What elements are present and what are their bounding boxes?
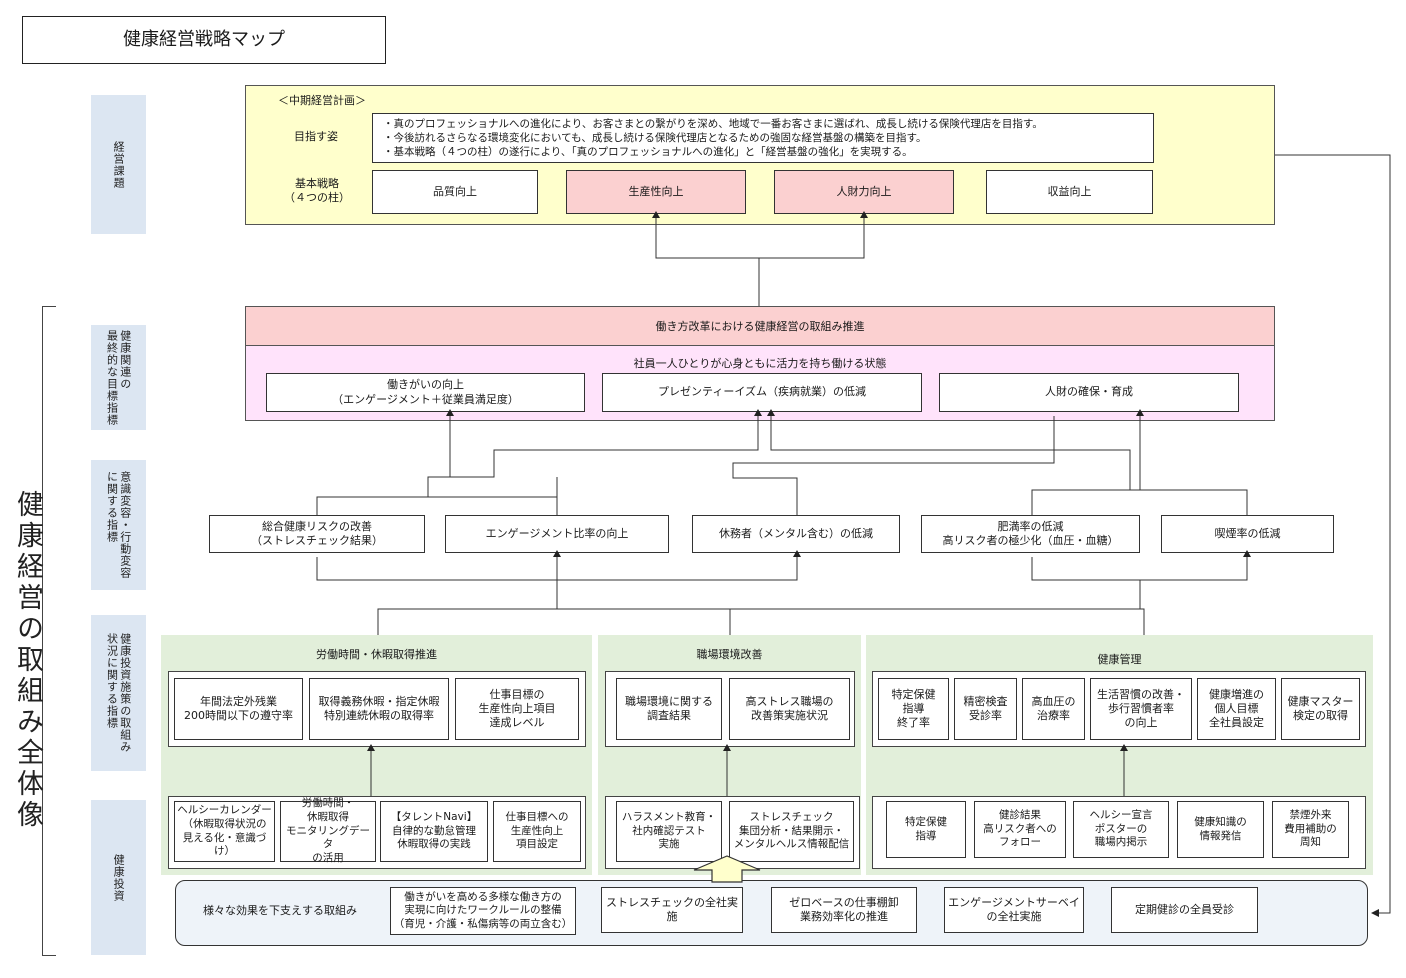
health-metric-hypertension: 高血圧の 治療率 xyxy=(1022,678,1085,740)
workplace-metric-stress: 高ストレス職場の 改善策実施状況 xyxy=(729,678,850,740)
side-title: 健康経営の取組み全体像 xyxy=(12,490,43,831)
row-label-investment-status: 健康投資施策の取組み 状況に関する指標 xyxy=(91,615,146,771)
group-labor-title: 労働時間・休暇取得推進 xyxy=(316,648,437,661)
health-metric-personal-goal: 健康増進の 個人目標 全社員設定 xyxy=(1197,678,1276,740)
labor-inv-goal-setting: 仕事目標への 生産性向上 項目設定 xyxy=(493,801,581,862)
foundation-zero-base: ゼロベースの仕事棚卸 業務効率化の推進 xyxy=(771,887,917,933)
labor-inv-talent-navi: 【タレントNavi】 自律的な勤怠管理 休暇取得の実践 xyxy=(380,801,488,862)
strategy-label: 基本戦略 （４つの柱） xyxy=(284,177,350,205)
goal-talent: 人財の確保・育成 xyxy=(939,373,1239,412)
workplace-metric-survey: 職場環境に関する 調査結果 xyxy=(616,678,722,740)
health-inv-followup: 健診結果 高リスク者への フォロー xyxy=(974,801,1066,858)
page-title: 健康経営戦略マップ xyxy=(22,16,386,64)
health-metric-lifestyle: 生活習慣の改善・ 歩行習慣者率 の向上 xyxy=(1090,678,1192,740)
health-inv-guidance: 特定保健 指導 xyxy=(886,801,966,858)
foundation-label: 様々な効果を下支えする取組み xyxy=(203,904,357,917)
awareness-health-risk: 総合健康リスクの改善 （ストレスチェック結果） xyxy=(209,515,425,553)
foundation-engagement-survey: エンゲージメントサーベイ の全社実施 xyxy=(944,887,1084,933)
aim-statement: ・真のプロフェッショナルへの進化により、お客さまとの繋がりを深め、地域で一番お客… xyxy=(372,113,1154,163)
row-label-final-goals: 健康関連の 最終的な目標指標 xyxy=(91,325,146,430)
row-label-awareness: 意識変容・行動変容 に関する指標 xyxy=(91,460,146,590)
labor-metric-leave: 取得義務休暇・指定休暇 特別連続休暇の取得率 xyxy=(309,678,449,740)
awareness-absence: 休務者（メンタル含む）の低減 xyxy=(692,515,900,553)
awareness-smoking: 喫煙率の低減 xyxy=(1161,515,1334,553)
health-inv-poster: ヘルシー宣言 ポスターの 職場内掲示 xyxy=(1073,801,1169,858)
workplace-inv-stress-check: ストレスチェック 集団分析・結果開示・ メンタルヘルス情報配信 xyxy=(729,801,854,862)
health-metric-exam: 精密検査 受診率 xyxy=(954,678,1017,740)
row-label-investment: 健康投資 xyxy=(91,800,146,955)
pillar-productivity: 生産性向上 xyxy=(566,170,746,214)
labor-metric-overtime: 年間法定外残業 200時間以下の遵守率 xyxy=(174,678,303,740)
pillar-revenue: 収益向上 xyxy=(986,170,1153,214)
final-goals-header: 働き方改革における健康経営の取組み推進 xyxy=(245,306,1275,346)
foundation-stress-check: ストレスチェックの全社実施 xyxy=(601,887,743,933)
aim-label: 目指す姿 xyxy=(294,130,338,143)
pillar-quality: 品質向上 xyxy=(372,170,538,214)
group-workplace-title: 職場環境改善 xyxy=(696,648,763,661)
labor-inv-healthy-calendar: ヘルシーカレンダー （休暇取得状況の 見える化・意識づ け） xyxy=(174,801,275,862)
awareness-obesity: 肥満率の低減 高リスク者の極少化（血圧・血糖） xyxy=(921,515,1140,553)
foundation-work-rules: 働きがいを高める多様な働き方の 実現に向けたワークルールの整備 （育児・介護・私… xyxy=(390,887,576,935)
pillar-human-capital: 人財力向上 xyxy=(774,170,954,214)
row-label-management: 経営課題 xyxy=(91,95,146,234)
labor-metric-productivity: 仕事目標の 生産性向上項目 達成レベル xyxy=(455,678,579,740)
goal-presenteeism: プレゼンティーイズム（疾病就業）の低減 xyxy=(602,373,922,412)
group-health-title: 健康管理 xyxy=(1097,653,1142,666)
awareness-engagement: エンゲージメント比率の向上 xyxy=(445,515,669,553)
health-metric-guidance: 特定保健 指導 終了率 xyxy=(878,678,949,740)
goal-engagement: 働きがいの向上 （エンゲージメント＋従業員満足度） xyxy=(266,373,585,412)
workplace-inv-harassment: ハラスメント教育・ 社内確認テスト 実施 xyxy=(616,801,722,862)
health-inv-smoking: 禁煙外来 費用補助の 周知 xyxy=(1272,801,1349,858)
health-inv-info: 健康知識の 情報発信 xyxy=(1177,801,1264,858)
labor-inv-monitoring: 労働時間・ 休暇取得 モニタリングデータ の活用 xyxy=(280,797,376,864)
foundation-health-checkup: 定期健診の全員受診 xyxy=(1111,887,1258,933)
mid-plan-header: ＜中期経営計画＞ xyxy=(278,94,366,107)
final-goals-state: 社員一人ひとりが心身ともに活力を持ち働ける状態 xyxy=(633,357,887,370)
side-bracket xyxy=(42,306,56,956)
health-metric-master: 健康マスター 検定の取得 xyxy=(1281,678,1360,740)
